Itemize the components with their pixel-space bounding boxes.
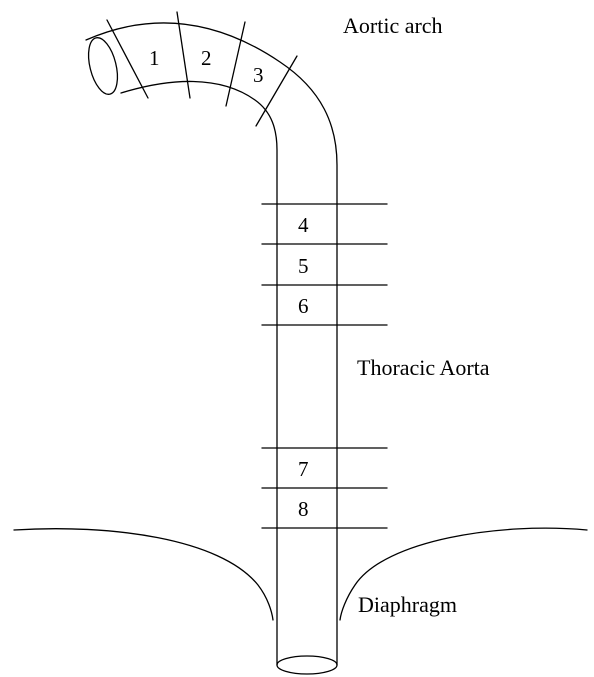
diaphragm-left-curve: [14, 529, 273, 620]
segment-label-4: 4: [298, 213, 309, 237]
segment-label-2: 2: [201, 46, 212, 70]
segment-label-1: 1: [149, 46, 160, 70]
arch-cut-end: [83, 35, 122, 98]
segment-label-3: 3: [253, 63, 264, 87]
aortic-arch-label: Aortic arch: [343, 13, 443, 38]
segment-label-5: 5: [298, 254, 309, 278]
aortic-arch-inner-wall: [121, 81, 277, 665]
diaphragm-label: Diaphragm: [358, 592, 457, 617]
segment-label-6: 6: [298, 294, 309, 318]
aorta-bottom-opening: [277, 656, 337, 674]
thoracic-aorta-label: Thoracic Aorta: [357, 355, 490, 380]
arch-boundary-line-a: [107, 20, 148, 98]
aortic-arch-outer-wall: [86, 23, 337, 665]
segment-label-7: 7: [298, 457, 309, 481]
segment-label-8: 8: [298, 497, 309, 521]
